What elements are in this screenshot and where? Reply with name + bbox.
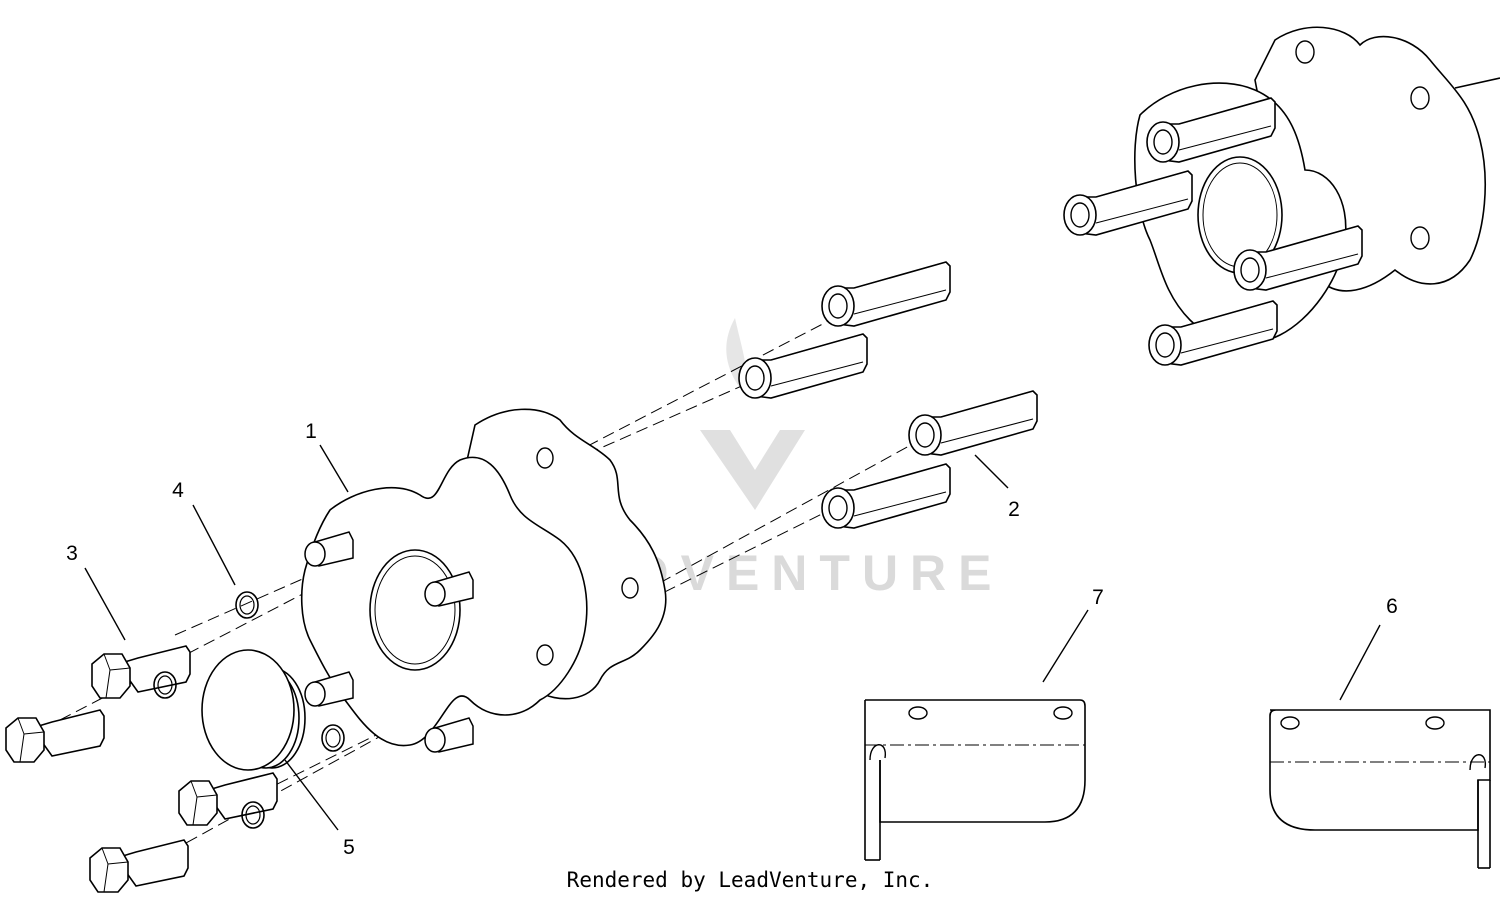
callout-4: 4 [172,479,184,502]
bracket-7 [864,699,1086,861]
callout-5: 5 [343,836,355,859]
hub-cap [201,649,306,771]
callout-2: 2 [1008,498,1020,521]
bracket-6 [1269,709,1491,869]
leader-lines [84,444,1381,831]
callout-6: 6 [1386,595,1398,618]
wheel-hub [300,408,667,753]
lug-spacers [738,261,1038,529]
callout-7: 7 [1092,586,1104,609]
callouts: 1 2 3 4 5 6 7 [66,420,1398,859]
assembled-hub [1063,26,1500,366]
callout-1: 1 [305,420,317,443]
callout-3: 3 [66,542,78,565]
rendered-by-footer: Rendered by LeadVenture, Inc. [566,868,934,892]
